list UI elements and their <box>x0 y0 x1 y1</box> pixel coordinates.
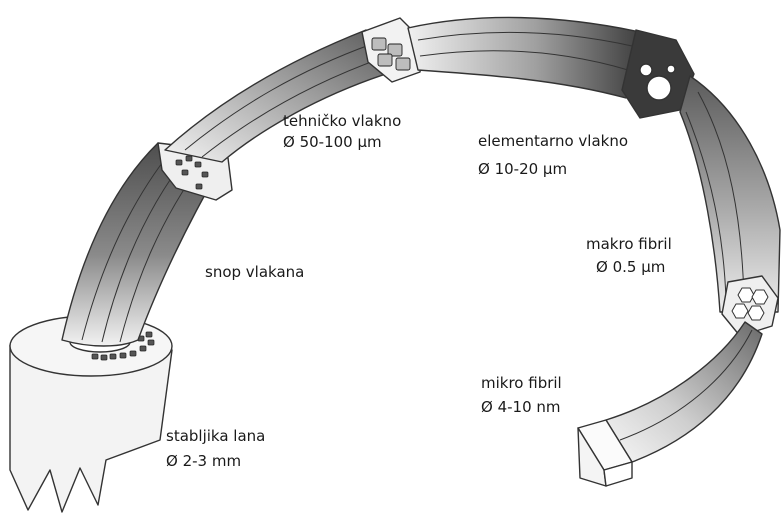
micro-fibril-size-label: Ø 4-10 nm <box>481 398 561 416</box>
elementary-fiber-label: elementarno vlakno <box>478 132 628 150</box>
technical-fiber-label: tehničko vlakno <box>283 112 401 130</box>
bundle-label: snop vlakana <box>205 263 304 281</box>
technical-fiber-size-label: Ø 50-100 µm <box>283 133 382 151</box>
bundle-arm <box>62 143 232 346</box>
macro-fibril-label: makro fibril <box>586 235 672 253</box>
micro-fibril-arm <box>578 322 762 486</box>
stem-size-label: Ø 2-3 mm <box>166 452 241 470</box>
stem-label: stabljika lana <box>166 427 265 445</box>
elementary-fiber-size-label: Ø 10-20 µm <box>478 160 567 178</box>
macro-fibril-arm <box>680 76 780 336</box>
macro-fibril-size-label: Ø 0.5 µm <box>596 258 665 276</box>
elementary-fiber-arm <box>408 17 694 118</box>
micro-fibril-label: mikro fibril <box>481 374 562 392</box>
